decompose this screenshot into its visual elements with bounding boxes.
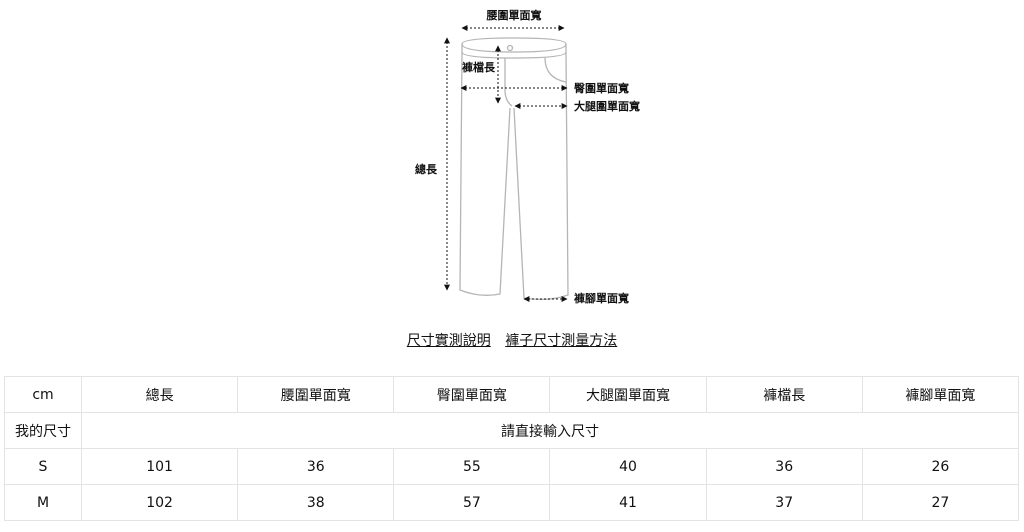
table-row: M 102 38 57 41 37 27 bbox=[4, 484, 1020, 521]
value-cell: 36 bbox=[237, 448, 395, 485]
size-cell: M bbox=[4, 484, 82, 521]
measurement-links: 尺寸實測說明 褲子尺寸測量方法 bbox=[0, 330, 1024, 350]
waist-label: 腰圍單面寬 bbox=[486, 8, 542, 22]
my-size-label: 我的尺寸 bbox=[4, 412, 82, 449]
value-cell: 102 bbox=[80, 484, 239, 521]
header-cell: 臀圍單面寬 bbox=[393, 376, 551, 413]
pants-method-link[interactable]: 褲子尺寸測量方法 bbox=[505, 333, 618, 349]
header-cell: 總長 bbox=[80, 376, 239, 413]
thigh-label: 大腿圍單面寬 bbox=[574, 99, 640, 113]
value-cell: 36 bbox=[705, 448, 863, 485]
size-cell: S bbox=[4, 448, 82, 485]
value-cell: 57 bbox=[393, 484, 551, 521]
value-cell: 101 bbox=[80, 448, 239, 485]
header-cell: cm bbox=[4, 376, 82, 413]
table-header-row: cm 總長 腰圍單面寬 臀圍單面寬 大腿圍單面寬 褲檔長 褲腳單面寬 bbox=[4, 376, 1020, 413]
size-table: cm 總長 腰圍單面寬 臀圍單面寬 大腿圍單面寬 褲檔長 褲腳單面寬 我的尺寸 … bbox=[4, 376, 1020, 521]
value-cell: 55 bbox=[393, 448, 551, 485]
value-cell: 40 bbox=[549, 448, 707, 485]
size-guide-link[interactable]: 尺寸實測說明 bbox=[406, 333, 491, 349]
value-cell: 27 bbox=[861, 484, 1020, 521]
hip-label: 臀圍單面寬 bbox=[574, 81, 629, 95]
my-size-row: 我的尺寸 請直接輸入尺寸 bbox=[4, 412, 1019, 449]
value-cell: 37 bbox=[705, 484, 863, 521]
pants-outline bbox=[459, 37, 569, 301]
rise-label: 褲檔長 bbox=[462, 60, 496, 74]
header-cell: 褲腳單面寬 bbox=[861, 376, 1020, 413]
header-cell: 腰圍單面寬 bbox=[237, 376, 395, 413]
table-row: S 101 36 55 40 36 26 bbox=[4, 448, 1020, 485]
header-cell: 褲檔長 bbox=[705, 376, 863, 413]
hem-label: 褲腳單面寬 bbox=[574, 291, 629, 305]
value-cell: 38 bbox=[237, 484, 395, 521]
value-cell: 41 bbox=[549, 484, 707, 521]
length-label: 總長 bbox=[415, 162, 438, 176]
my-size-input-prompt[interactable]: 請直接輸入尺寸 bbox=[81, 412, 1019, 449]
value-cell: 26 bbox=[861, 448, 1020, 485]
header-cell: 大腿圍單面寬 bbox=[549, 376, 707, 413]
pants-measurement-diagram: 腰圍單面寬 褲檔長 臀圍單面寬 大腿圍單面寬 總長 褲腳單面寬 bbox=[415, 8, 640, 305]
